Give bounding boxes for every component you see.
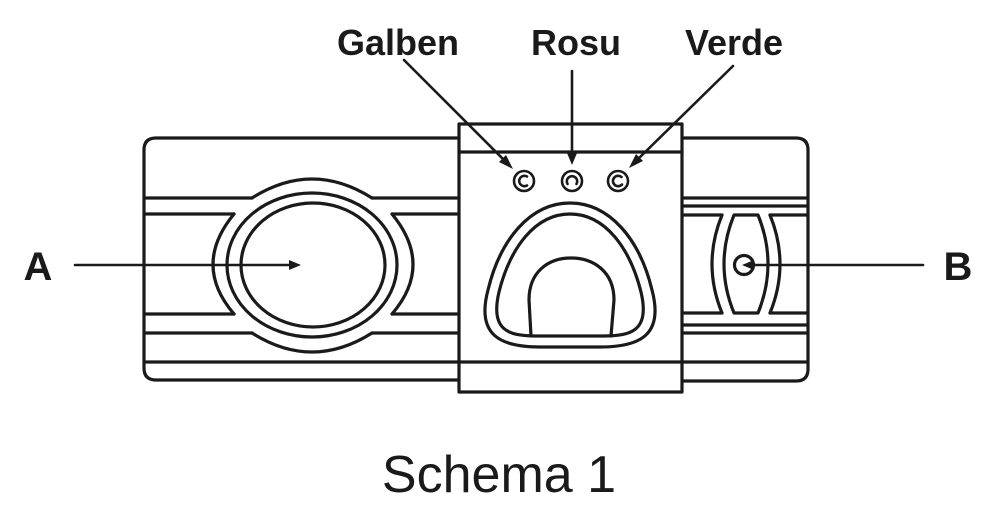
callout-arrows	[73, 58, 925, 270]
left-body-outline	[142, 136, 462, 382]
arrow-verde-line	[634, 64, 735, 163]
label-a: A	[24, 245, 53, 289]
label-rosu: Rosu	[531, 22, 621, 63]
lens-housing-top-arc	[250, 177, 374, 200]
label-galben: Galben	[337, 22, 459, 63]
arrow-rosu-head	[567, 153, 577, 165]
indicator-inner-arc	[565, 174, 579, 186]
handle-grip-opening[interactable]	[527, 256, 616, 338]
indicator-inner-arc	[517, 174, 529, 188]
handle-inner-outline	[495, 212, 645, 338]
indicator-light-green	[606, 169, 630, 193]
arrow-galben-head	[499, 155, 513, 169]
left-body-section	[142, 136, 462, 382]
indicator-inner-arc	[611, 174, 624, 188]
button-plate	[722, 213, 770, 315]
indicator-ring	[560, 169, 584, 193]
indicator-ring	[512, 169, 536, 193]
arrow-galben-line	[402, 58, 508, 164]
handle-outer-outline	[483, 201, 657, 349]
label-b: B	[944, 245, 973, 289]
lens-housing-bottom-arc	[250, 331, 374, 354]
arrow-verde-head	[629, 154, 643, 168]
right-body-outline	[680, 136, 810, 383]
indicator-ring	[606, 169, 630, 193]
diagram-caption: Schema 1	[382, 446, 616, 504]
label-verde: Verde	[685, 22, 783, 63]
button-housing-left-arc	[710, 213, 724, 315]
indicator-light-yellow	[512, 169, 536, 193]
center-module	[457, 122, 684, 394]
lens-housing-right-arc	[390, 212, 415, 316]
arrow-a-head	[289, 260, 301, 270]
arrow-b-head	[742, 260, 754, 270]
indicator-light-red	[560, 169, 584, 193]
right-body-section	[680, 136, 810, 383]
